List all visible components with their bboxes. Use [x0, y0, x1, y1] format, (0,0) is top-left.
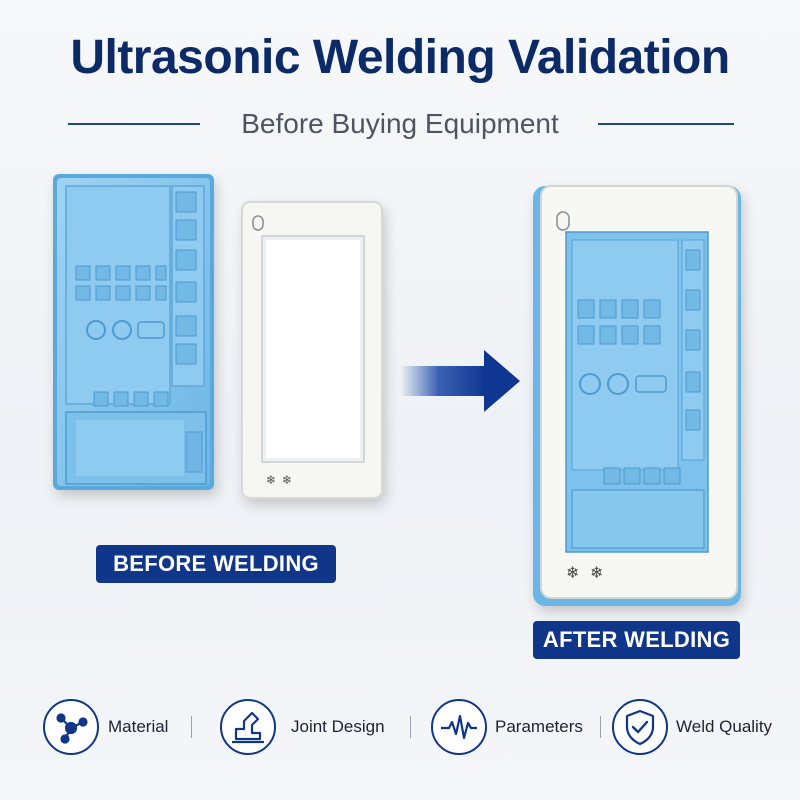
- svg-text:❄: ❄: [266, 473, 276, 487]
- molecule-icon: [43, 699, 99, 755]
- page-subtitle: Before Buying Equipment: [241, 108, 559, 139]
- feature-divider: [410, 716, 411, 738]
- process-arrow-icon: [400, 350, 520, 412]
- subtitle-row: Before Buying Equipment: [0, 104, 800, 144]
- feature-label-joint-design: Joint Design: [291, 717, 385, 736]
- welded-assembly-part: ❄ ❄: [533, 185, 741, 606]
- feature-label-parameters: Parameters: [495, 717, 583, 736]
- white-frame-part: ❄ ❄: [241, 201, 383, 499]
- feature-strip: Material Joint Design Parameters Weld Qu…: [0, 692, 800, 764]
- before-welding-label: BEFORE WELDING: [96, 545, 336, 583]
- after-welding-label: AFTER WELDING: [533, 621, 740, 659]
- feature-label-weld-quality: Weld Quality: [676, 717, 773, 736]
- blue-housing-part: [53, 174, 214, 490]
- svg-text:❄: ❄: [590, 563, 603, 582]
- feature-divider: [600, 716, 601, 738]
- product-illustration: ❄ ❄ ❄ ❄: [53, 174, 741, 606]
- feature-label-material: Material: [108, 717, 169, 736]
- page-title: Ultrasonic Welding Validation: [70, 31, 730, 84]
- waveform-icon: [431, 699, 487, 755]
- feature-divider: [191, 716, 192, 738]
- joint-design-icon: [220, 699, 276, 755]
- svg-text:❄: ❄: [282, 473, 292, 487]
- svg-text:❄: ❄: [566, 563, 579, 582]
- shield-check-icon: [612, 699, 668, 755]
- subtitle-rule-left: [68, 123, 200, 125]
- subtitle-rule-right: [598, 123, 734, 125]
